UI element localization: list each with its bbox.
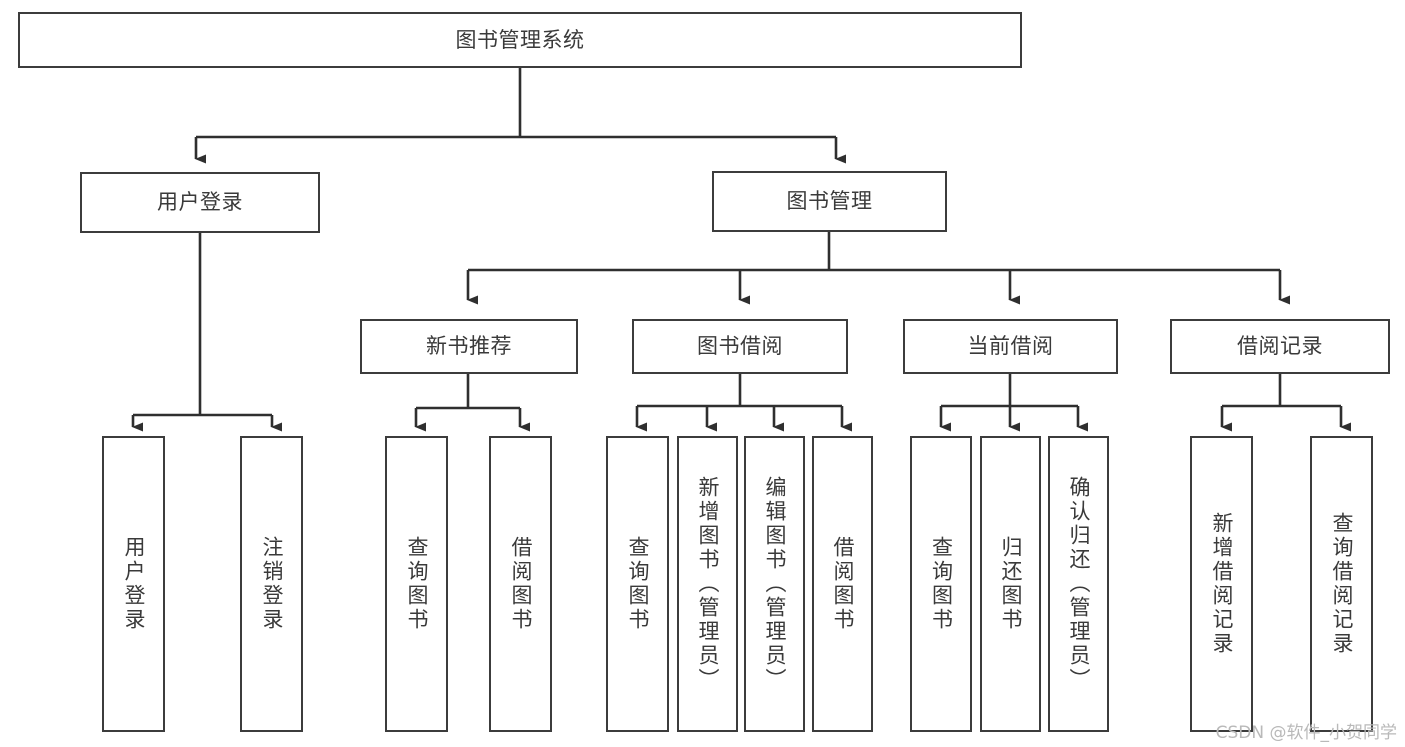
- node-new-book-rec[interactable]: 新书推荐: [360, 319, 578, 374]
- node-leaf-return-book-label: 归还图书: [999, 536, 1023, 632]
- node-user-login[interactable]: 用户登录: [80, 172, 320, 233]
- node-leaf-query-record-label: 查询借阅记录: [1330, 512, 1354, 656]
- node-leaf-user-login[interactable]: 用户登录: [102, 436, 165, 732]
- node-root[interactable]: 图书管理系统: [18, 12, 1022, 68]
- node-borrow-record[interactable]: 借阅记录: [1170, 319, 1390, 374]
- node-leaf-query-record[interactable]: 查询借阅记录: [1310, 436, 1373, 732]
- node-leaf-borrow-book-2-label: 借阅图书: [831, 536, 855, 632]
- node-leaf-logout-label: 注销登录: [260, 536, 284, 632]
- node-book-borrow[interactable]: 图书借阅: [632, 319, 848, 374]
- node-book-manage[interactable]: 图书管理: [712, 171, 947, 232]
- node-leaf-query-book-1[interactable]: 查询图书: [385, 436, 448, 732]
- node-leaf-borrow-book-1[interactable]: 借阅图书: [489, 436, 552, 732]
- node-leaf-edit-book[interactable]: 编辑图书（管理员）: [744, 436, 805, 732]
- node-leaf-query-book-3[interactable]: 查询图书: [910, 436, 972, 732]
- node-leaf-add-book[interactable]: 新增图书（管理员）: [677, 436, 738, 732]
- node-leaf-edit-book-label: 编辑图书（管理员）: [763, 476, 787, 692]
- node-leaf-return-book[interactable]: 归还图书: [980, 436, 1041, 732]
- node-book-borrow-label: 图书借阅: [697, 334, 783, 359]
- node-leaf-query-book-2-label: 查询图书: [626, 536, 650, 632]
- node-leaf-query-book-1-label: 查询图书: [405, 536, 429, 632]
- node-new-book-rec-label: 新书推荐: [426, 334, 512, 359]
- node-leaf-query-book-3-label: 查询图书: [929, 536, 954, 632]
- node-leaf-confirm-return[interactable]: 确认归还（管理员）: [1048, 436, 1109, 732]
- node-leaf-query-book-2[interactable]: 查询图书: [606, 436, 669, 732]
- node-root-label: 图书管理系统: [455, 27, 585, 52]
- node-leaf-borrow-book-1-label: 借阅图书: [509, 536, 533, 632]
- node-borrow-record-label: 借阅记录: [1237, 334, 1323, 359]
- node-leaf-confirm-return-label: 确认归还（管理员）: [1067, 476, 1091, 692]
- node-leaf-add-record[interactable]: 新增借阅记录: [1190, 436, 1253, 732]
- node-leaf-logout[interactable]: 注销登录: [240, 436, 303, 732]
- node-current-borrow-label: 当前借阅: [967, 334, 1054, 359]
- node-leaf-add-record-label: 新增借阅记录: [1210, 512, 1234, 656]
- node-leaf-add-book-label: 新增图书（管理员）: [696, 476, 720, 692]
- node-current-borrow[interactable]: 当前借阅: [903, 319, 1118, 374]
- node-book-manage-label: 图书管理: [786, 189, 873, 214]
- watermark-text: CSDN @软件_小贺同学: [1215, 723, 1397, 743]
- node-user-login-label: 用户登录: [157, 190, 243, 215]
- node-leaf-borrow-book-2[interactable]: 借阅图书: [812, 436, 873, 732]
- node-leaf-user-login-label: 用户登录: [122, 536, 146, 632]
